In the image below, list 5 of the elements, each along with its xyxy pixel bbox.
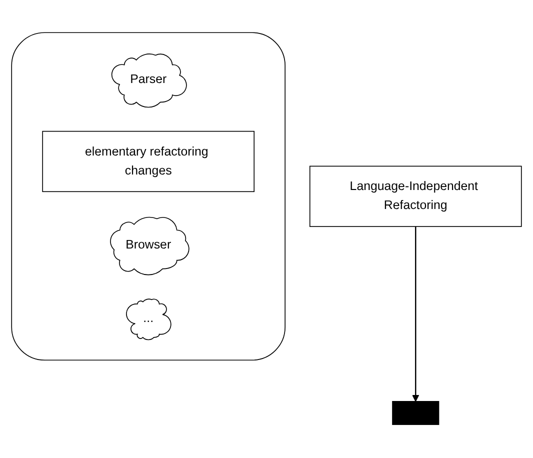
arrow <box>412 226 420 402</box>
node-box <box>392 401 440 426</box>
node-box: elementary refactoring changes <box>42 131 255 192</box>
node-box: Language-Independent Refactoring <box>309 166 522 228</box>
cluster <box>11 32 286 361</box>
